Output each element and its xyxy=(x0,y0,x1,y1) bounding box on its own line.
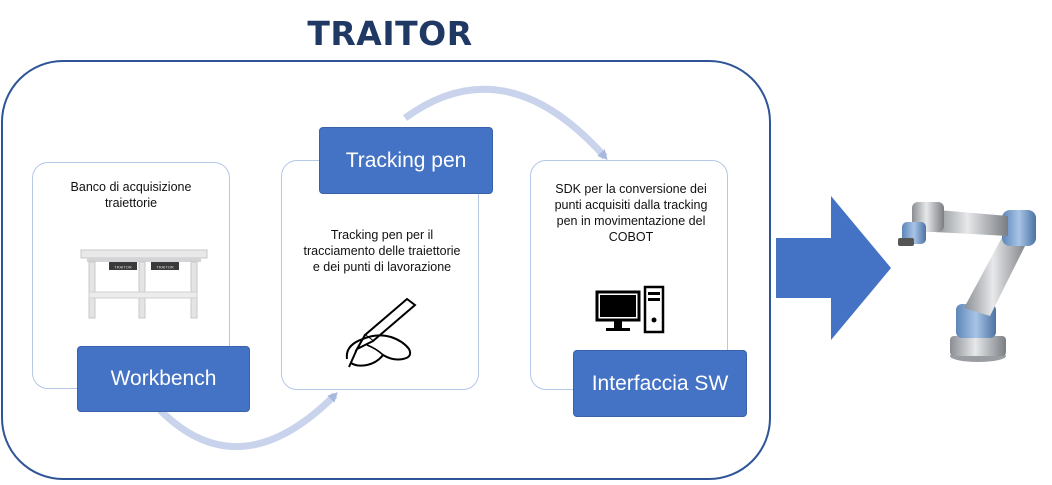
drawer-label-left: TRAITOR xyxy=(114,265,132,270)
cobot-arm-icon xyxy=(898,202,1036,362)
right-arrow-icon xyxy=(776,196,891,340)
workbench-icon: TRAITOR TRAITOR xyxy=(80,249,208,319)
software-label: Interfaccia SW xyxy=(573,350,747,417)
tracking-pen-description: Tracking pen per il tracciamento delle t… xyxy=(303,228,461,274)
diagram-title: TRAITOR xyxy=(307,14,473,53)
workbench-label: Workbench xyxy=(77,346,250,412)
tracking-pen-card: Tracking pen per il tracciamento delle t… xyxy=(281,160,479,390)
drawer-label-right: TRAITOR xyxy=(156,265,174,270)
computer-icon xyxy=(595,285,665,334)
traitor-system-frame xyxy=(1,60,771,480)
workbench-description: Banco di acquisizione traiettorie xyxy=(70,180,192,210)
software-description: SDK per la conversione dei punti acquisi… xyxy=(554,182,708,244)
hand-writing-icon xyxy=(345,297,417,368)
tracking-pen-label: Tracking pen xyxy=(319,127,493,194)
